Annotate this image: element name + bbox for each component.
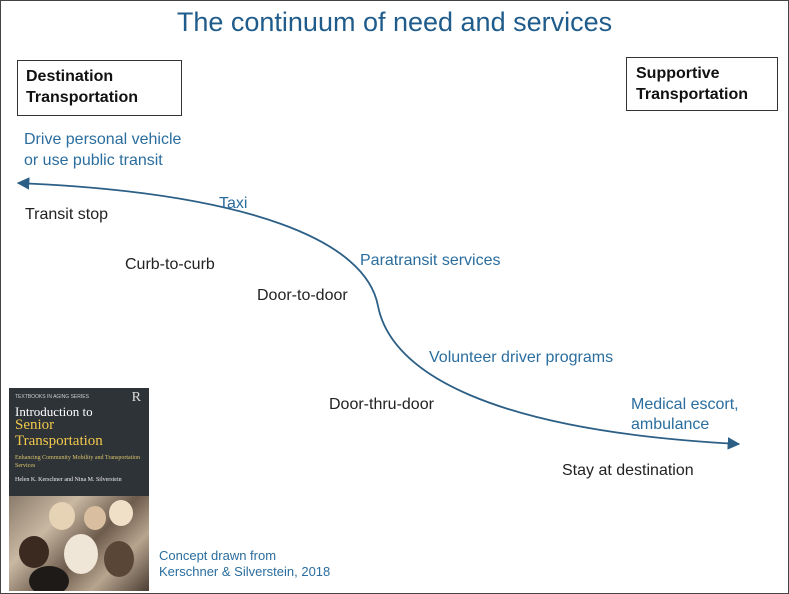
label-curb-to-curb: Curb-to-curb [125, 256, 215, 273]
publisher-logo: R [131, 390, 141, 405]
book-subtitle: Enhancing Community Mobility and Transpo… [15, 455, 140, 469]
label-drive-line2: or use public transit [24, 152, 163, 169]
label-door-thru-door: Door-thru-door [329, 396, 434, 413]
caption-line2: Kerschner & Silverstein, 2018 [159, 564, 331, 579]
destination-box-line1: Destination [26, 68, 114, 85]
book-cover: TEXTBOOKS IN AGING SERIES R Introduction… [9, 388, 149, 591]
destination-transportation-box: Destination Transportation [17, 60, 182, 116]
book-series: TEXTBOOKS IN AGING SERIES [15, 394, 89, 400]
slide-title: The continuum of need and services [176, 7, 613, 37]
book-title-line1: Introduction to [15, 404, 93, 419]
book-title-line2: Senior Transportation [15, 417, 103, 449]
destination-box-line2: Transportation [26, 89, 139, 106]
continuum-arrow [16, 177, 741, 450]
supportive-transportation-box: Supportive Transportation [626, 57, 778, 111]
label-paratransit: Paratransit services [360, 252, 501, 269]
label-stay-at-destination: Stay at destination [562, 462, 694, 479]
book-title-senior: Senior [15, 417, 55, 433]
label-door-to-door: Door-to-door [257, 287, 348, 304]
label-medical-line1: Medical escort, [631, 396, 739, 413]
caption-line1: Concept drawn from [159, 548, 277, 563]
label-taxi: Taxi [219, 195, 248, 212]
label-volunteer: Volunteer driver programs [429, 349, 614, 366]
book-cover-photo [9, 496, 149, 591]
book-authors: Helen K. Kerschner and Nina M. Silverste… [15, 477, 122, 483]
label-medical-line2: ambulance [631, 416, 710, 433]
label-transit-stop: Transit stop [25, 206, 108, 223]
book-title-transportation: Transportation [15, 433, 103, 449]
supportive-box-line2: Transportation [636, 86, 749, 103]
label-drive-line1: Drive personal vehicle [24, 131, 182, 148]
supportive-box-line1: Supportive [636, 65, 720, 82]
